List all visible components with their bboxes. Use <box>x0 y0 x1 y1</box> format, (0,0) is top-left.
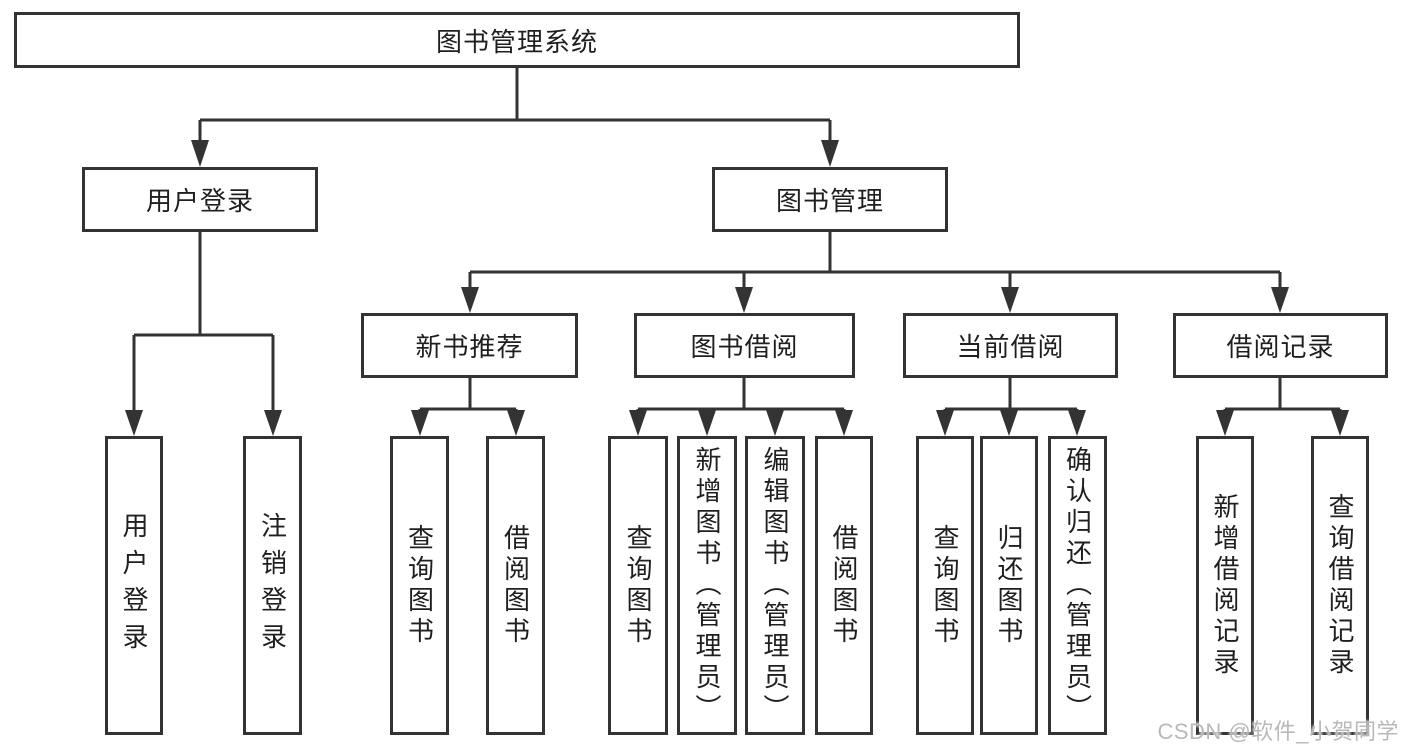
leaf-add-borrow-record-label: 新增借阅记录 <box>1210 492 1240 679</box>
node-library-management-system: 图书管理系统 <box>14 12 1020 68</box>
leaf-query-books-recommend: 查询图书 <box>390 436 449 735</box>
connector-records-to-leaves <box>1223 378 1342 412</box>
node-book-management-label: 图书管理 <box>775 186 884 216</box>
leaf-query-borrow-record-label: 查询借阅记录 <box>1325 492 1355 679</box>
leaf-add-books-admin: 新增图书（管理员） <box>677 436 737 735</box>
leaf-return-books: 归还图书 <box>980 436 1038 735</box>
leaf-query-books-borrowing: 查询图书 <box>608 436 668 735</box>
node-user-login: 用户登录 <box>82 167 318 232</box>
leaf-confirm-return-admin: 确认归还（管理员） <box>1048 436 1107 735</box>
leaf-query-books-borrowing-label: 查询图书 <box>623 523 653 648</box>
node-borrowing-records-label: 借阅记录 <box>1226 332 1335 362</box>
leaf-logout-label: 注销登录 <box>257 511 288 660</box>
leaf-user-login-label: 用户登录 <box>119 511 149 660</box>
node-current-borrowing: 当前借阅 <box>903 313 1118 378</box>
connector-root-to-level2 <box>198 68 832 144</box>
leaf-borrow-books-recommend-label: 借阅图书 <box>500 523 531 648</box>
node-new-book-recommendation-label: 新书推荐 <box>415 332 524 362</box>
leaf-return-books-label: 归还图书 <box>994 523 1024 648</box>
node-new-book-recommendation: 新书推荐 <box>361 313 578 378</box>
node-library-management-system-label: 图书管理系统 <box>435 26 598 57</box>
leaf-borrow-books-borrowing-label: 借阅图书 <box>829 523 859 648</box>
connector-rec-to-leaves <box>418 378 518 412</box>
leaf-borrow-books-borrowing: 借阅图书 <box>815 436 873 735</box>
node-borrowing-records: 借阅记录 <box>1173 313 1388 378</box>
connector-login-to-leaves <box>132 232 275 412</box>
leaf-query-books-recommend-label: 查询图书 <box>404 523 435 648</box>
node-book-management: 图书管理 <box>712 167 948 232</box>
leaf-query-books-current-label: 查询图书 <box>930 523 960 648</box>
node-book-borrowing-label: 图书借阅 <box>690 332 799 362</box>
leaf-confirm-return-admin-label: 确认归还（管理员） <box>1062 446 1093 725</box>
connector-mgmt-to-level3 <box>468 232 1282 290</box>
leaf-add-books-admin-label: 新增图书（管理员） <box>692 446 722 725</box>
leaf-logout: 注销登录 <box>243 436 302 735</box>
connector-borrow-to-leaves <box>636 378 846 412</box>
leaf-edit-books-admin: 编辑图书（管理员） <box>745 436 805 735</box>
leaf-user-login: 用户登录 <box>105 436 163 735</box>
leaf-query-books-current: 查询图书 <box>916 436 974 735</box>
connector-current-to-leaves <box>943 378 1079 412</box>
node-user-login-label: 用户登录 <box>145 186 254 216</box>
leaf-add-borrow-record: 新增借阅记录 <box>1196 436 1254 735</box>
leaf-edit-books-admin-label: 编辑图书（管理员） <box>760 446 790 725</box>
node-book-borrowing: 图书借阅 <box>634 313 855 378</box>
leaf-borrow-books-recommend: 借阅图书 <box>486 436 545 735</box>
node-current-borrowing-label: 当前借阅 <box>956 332 1065 362</box>
leaf-query-borrow-record: 查询借阅记录 <box>1311 436 1369 735</box>
watermark-text: CSDN @软件_小贺同学 <box>1157 719 1399 744</box>
